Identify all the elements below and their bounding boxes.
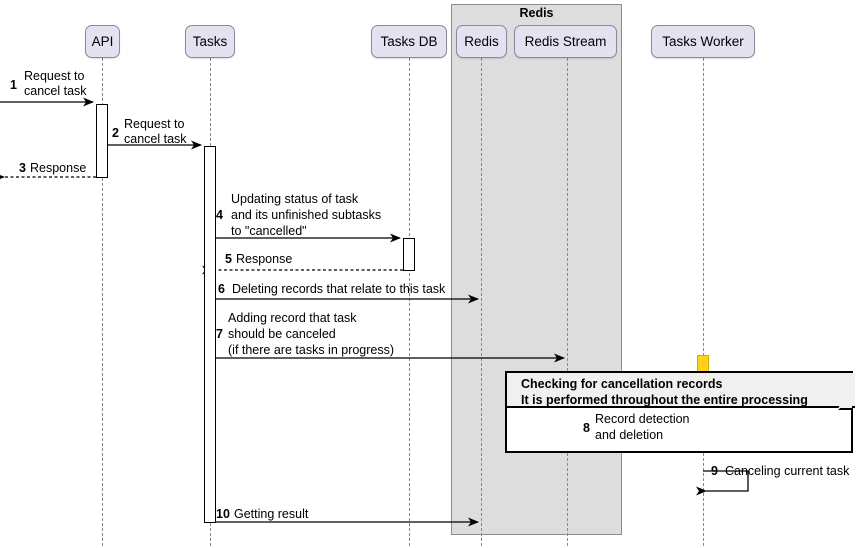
message-num-7: 7 [216, 327, 223, 341]
message-text-2a: Request to [124, 117, 185, 131]
message-text-2b: cancel task [124, 132, 187, 146]
participant-tasks-worker-label: Tasks Worker [662, 34, 744, 49]
message-num-10: 10 [216, 507, 230, 521]
message-text-1a: Request to [24, 69, 85, 83]
group-redis-title: Redis [519, 6, 554, 20]
message-text-10: Getting result [234, 507, 309, 521]
message-text-5: Response [236, 252, 293, 266]
message-num-6: 6 [218, 282, 225, 296]
message-num-1: 1 [10, 78, 17, 92]
participant-tasks[interactable]: Tasks [185, 25, 235, 58]
note-header: Checking for cancellation records It is … [507, 373, 855, 408]
message-text-4b: and its unfinished subtasks [231, 208, 382, 222]
message-text-7b: should be canceled [228, 327, 336, 341]
participant-redis[interactable]: Redis [456, 25, 507, 58]
lifeline-tasks-worker [703, 58, 704, 546]
message-text-4c: to "cancelled" [231, 224, 307, 238]
activation-tasks [204, 146, 216, 523]
participant-redis-label: Redis [464, 34, 499, 49]
activation-api [96, 104, 108, 178]
note-cancellation-check: Checking for cancellation records It is … [505, 371, 855, 453]
message-num-4: 4 [216, 208, 223, 222]
message-text-3: Response [30, 161, 87, 175]
message-num-8: 8 [583, 421, 590, 435]
lifeline-redis [481, 58, 482, 546]
message-text-7a: Adding record that task [228, 311, 357, 325]
message-text-1b: cancel task [24, 84, 87, 98]
message-arrow-9 [696, 470, 749, 496]
participant-tasks-db-label: Tasks DB [380, 34, 438, 49]
lifeline-redis-stream [567, 58, 568, 546]
message-num-3: 3 [19, 161, 26, 175]
participant-tasks-db[interactable]: Tasks DB [371, 25, 447, 58]
participant-redis-stream[interactable]: Redis Stream [514, 25, 617, 58]
message-text-6: Deleting records that relate to this tas… [232, 282, 446, 296]
note-line-2: It is performed throughout the entire pr… [521, 393, 808, 407]
participant-api-label: API [91, 34, 114, 49]
message-text-9: Canceling current task [725, 464, 850, 478]
lifeline-api [102, 58, 103, 546]
message-text-7c: (if there are tasks in progress) [228, 343, 395, 357]
participant-api[interactable]: API [85, 25, 120, 58]
message-text-8b: and deletion [595, 428, 664, 442]
activation-tasks-db [403, 238, 415, 271]
lifeline-tasks-db [409, 58, 410, 546]
message-text-8a: Record detection [595, 412, 690, 426]
message-num-2: 2 [112, 126, 119, 140]
message-text-4a: Updating status of task [231, 192, 359, 206]
participant-redis-stream-label: Redis Stream [524, 34, 607, 49]
participant-tasks-label: Tasks [192, 34, 228, 49]
note-line-1: Checking for cancellation records [521, 377, 723, 391]
message-num-9: 9 [711, 464, 718, 478]
participant-tasks-worker[interactable]: Tasks Worker [651, 25, 755, 58]
message-num-5: 5 [225, 252, 232, 266]
